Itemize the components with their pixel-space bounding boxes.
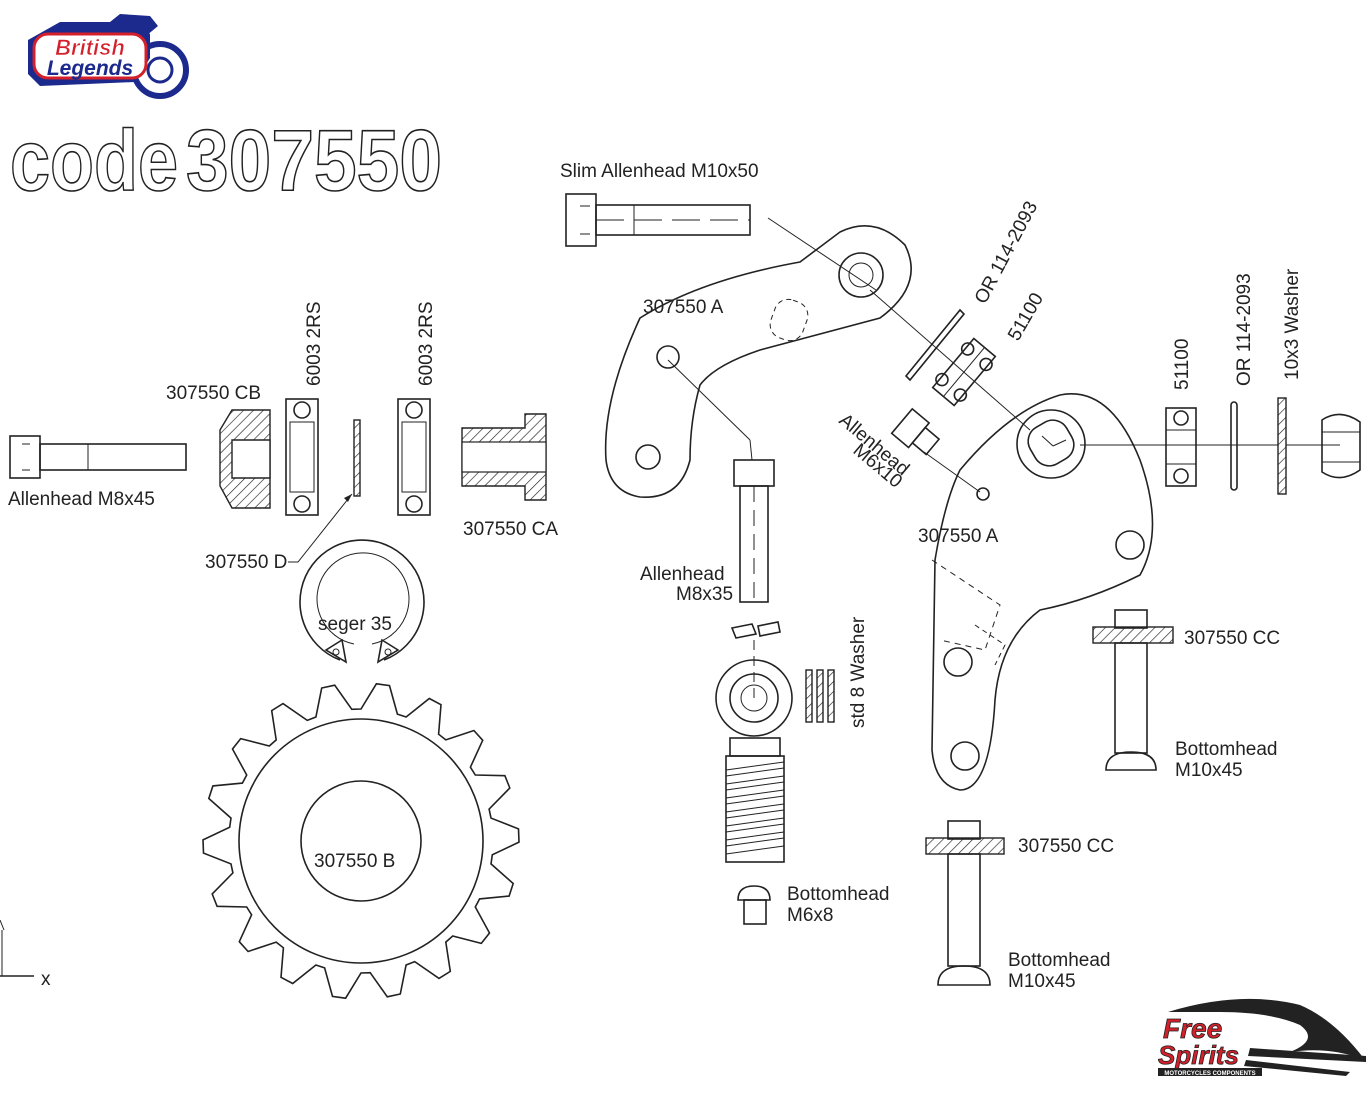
sprocket-part-b [202,682,520,1000]
label-bottomhead-right-l1: Bottomhead [1175,739,1277,760]
logo-text-spirits: Spirits [1158,1040,1239,1070]
cone-spacer-cb [219,409,271,509]
upper-plate-part-a [604,225,912,498]
logo-text-free: Free [1163,1013,1222,1044]
lock-nut [1321,413,1361,479]
spacer-cc-right [1092,609,1174,771]
label-part-ca: 307550 CA [463,519,558,540]
label-cc-right: 307550 CC [1184,628,1280,649]
label-part-cb: 307550 CB [166,383,261,404]
label-51100-right: 51100 [1172,339,1193,390]
label-slim-allenhead: Slim Allenhead M10x50 [560,161,759,182]
label-or-right: OR 114-2093 [1234,273,1255,386]
label-bottomhead-m6-l1: Bottomhead [787,884,889,905]
rod-end [715,640,793,863]
lower-plate-part-a [931,393,1154,791]
bottomhead-m6x8 [737,885,771,925]
slim-allenhead-bolt [565,193,751,247]
std8-washers [805,669,835,723]
label-seger: seger 35 [318,614,392,635]
flanged-bushing-ca [461,413,547,501]
label-sprocket: 307550 B [314,851,395,872]
allenhead-m6-bolt [890,407,941,456]
label-allenhead-m8x35-l1: Allenhead [640,564,725,585]
axis-x-label: x [41,969,51,990]
ball-bearing-6003-left [285,398,319,516]
label-allenhead-m8x35-l2: M8x35 [676,584,733,605]
axis-marker [0,919,34,977]
label-std8-washer: std 8 Washer [848,616,869,728]
logo-text-british: British [55,35,125,60]
free-spirits-logo: Free Spirits MOTORCYCLES COMPONENTS [1158,998,1366,1077]
label-bottomhead-m6-l2: M6x8 [787,905,833,926]
allenhead-m8x35-bolt [733,459,775,603]
label-allenhead-m8x45: Allenhead M8x45 [8,489,155,510]
label-bottomhead-bottom-l1: Bottomhead [1008,950,1110,971]
label-51100-top: 51100 [1004,289,1048,344]
allenhead-m8x45-bolt [9,435,187,479]
thrust-bearing-51100-right [1165,407,1197,487]
title-code-number: 307550 [186,113,442,209]
title-prefix: code [10,113,178,209]
spacer-cc-bottom [925,820,1005,986]
logo-text-legends: Legends [47,57,133,80]
label-washer-10x3: 10x3 Washer [1282,268,1303,380]
label-part-d: 307550 D [205,552,287,573]
thrust-bearing-51100-top [931,337,997,407]
label-part-a-bottom: 307550 A [918,526,999,547]
label-cc-bottom: 307550 CC [1018,836,1114,857]
label-6003-right: 6003 2RS [416,301,437,386]
washer-10x3 [1277,397,1287,495]
o-ring-right [1230,401,1238,491]
ball-bearing-6003-right [397,398,431,516]
label-6003-left: 6003 2RS [304,301,325,386]
o-ring-top [904,308,966,382]
label-bottomhead-bottom-l2: M10x45 [1008,971,1076,992]
british-legends-logo: British Legends [28,14,189,99]
label-bottomhead-right-l2: M10x45 [1175,760,1243,781]
spacer-d [353,419,361,497]
label-part-a-top: 307550 A [643,297,724,318]
split-lock-washer [730,621,781,639]
seger-circlip [299,539,425,664]
logo-tagline: MOTORCYCLES COMPONENTS [1164,1071,1255,1077]
